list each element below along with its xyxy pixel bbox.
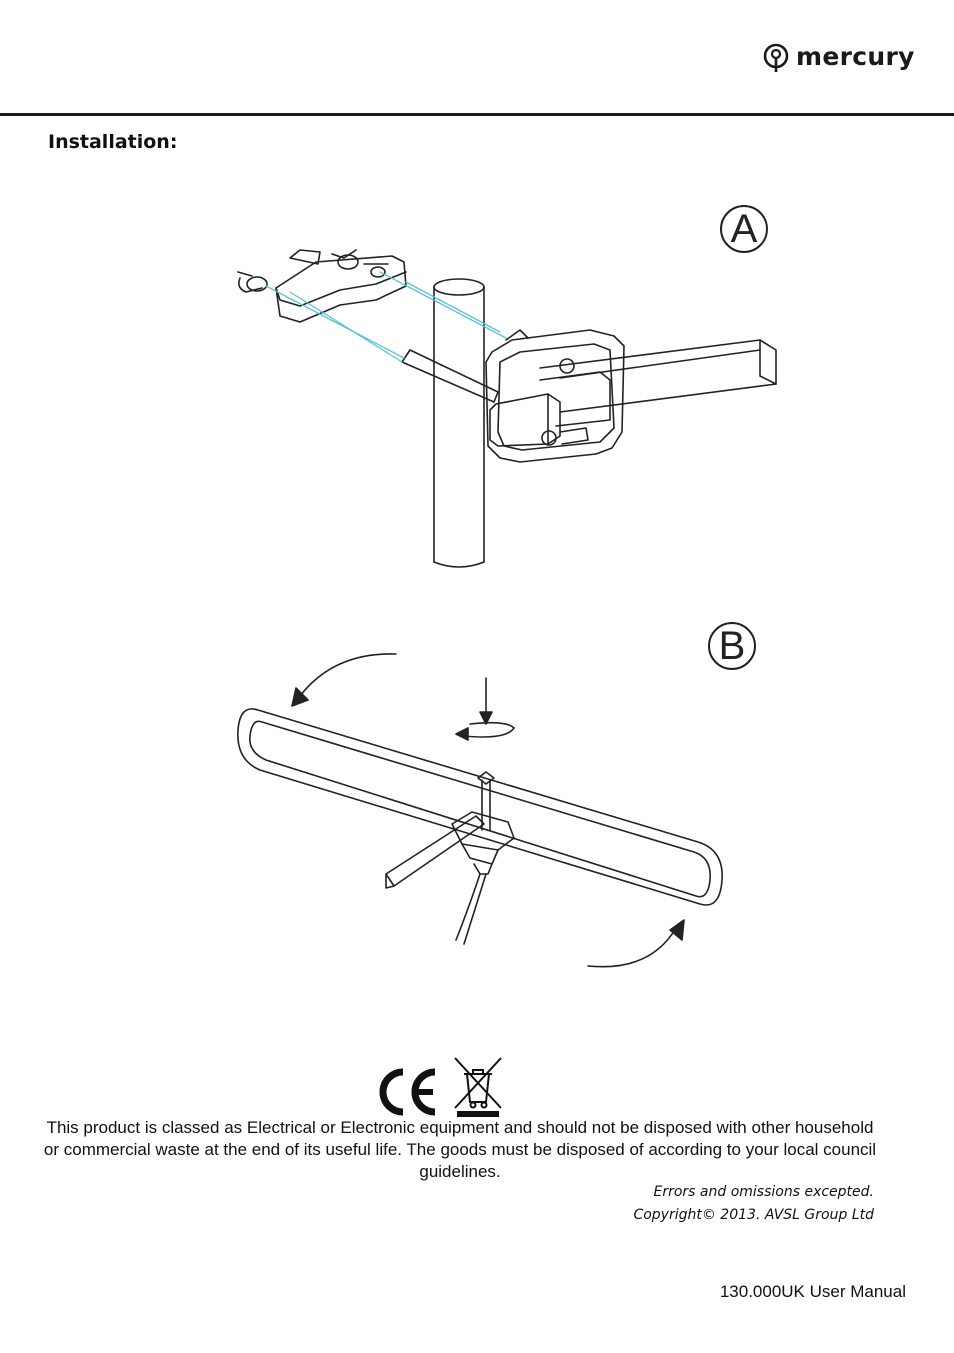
u-bolt-clamp [237, 249, 407, 323]
clamp-rod [401, 349, 499, 403]
brand-name: mercury [796, 41, 915, 71]
brand-logo: mercury [762, 42, 915, 74]
mast-pole [433, 278, 485, 568]
ce-mark-icon [379, 1068, 436, 1116]
mercury-logo-icon [763, 43, 789, 72]
compliance-marks [373, 1054, 505, 1118]
rotation-arrows [291, 653, 685, 968]
figure-b-label: B [708, 622, 756, 670]
crossed-out-bin-icon [454, 1057, 502, 1117]
figure-a-label: A [720, 205, 768, 253]
disposal-notice: This product is classed as Electrical or… [43, 1118, 877, 1181]
footer-manual-label: 130.000UK User Manual [719, 1282, 906, 1301]
copyright-note: Copyright© 2013. AVSL Group Ltd [633, 1207, 874, 1223]
mounting-bracket [485, 329, 777, 463]
installation-illustration [237, 249, 777, 968]
errors-note: Errors and omissions excepted. [653, 1184, 875, 1200]
section-title: Installation: [48, 131, 178, 153]
header-divider [0, 113, 954, 116]
yagi-antenna [237, 708, 723, 945]
alignment-guides [265, 271, 507, 363]
